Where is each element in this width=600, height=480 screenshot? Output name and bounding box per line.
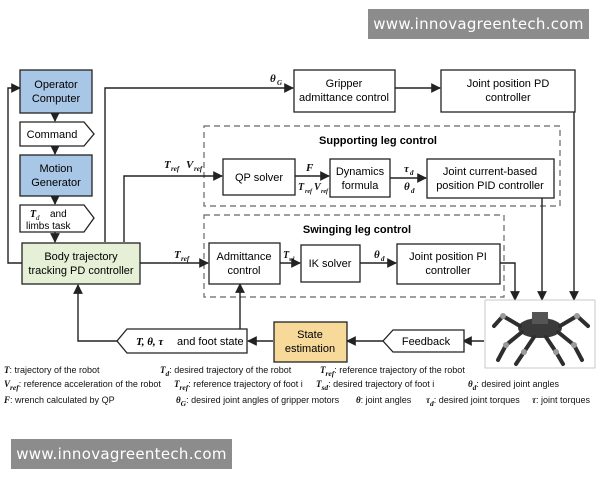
svg-text:State: State [297, 329, 323, 341]
joint-position-pi-block: Joint position PI controller [397, 244, 500, 284]
svg-text:Body trajectory: Body trajectory [44, 251, 118, 263]
operator-computer-block: Operator Computer [20, 70, 92, 113]
command-block: Command [20, 122, 94, 146]
svg-text:formula: formula [342, 180, 380, 192]
svg-text:and foot state: and foot state [177, 336, 244, 348]
svg-text:and: and [50, 209, 67, 220]
svg-text:tracking PD controller: tracking PD controller [28, 265, 133, 277]
svg-text:Admittance: Admittance [216, 251, 271, 263]
theta-d-sub-top: d [411, 187, 415, 195]
svg-text:estimation: estimation [285, 343, 335, 355]
svg-text:Joint position PD: Joint position PD [467, 78, 550, 90]
svg-text:Operator: Operator [34, 79, 78, 91]
t-ref-sub-mid: ref [305, 189, 313, 195]
theta-g-sub: G [277, 79, 282, 87]
t-sd-sub: sd [288, 257, 295, 263]
ik-solver-block: IK solver [301, 245, 360, 282]
svg-text:Gripper: Gripper [326, 78, 363, 90]
theta-d-label-low: θ [374, 249, 380, 261]
theta-d-sub-low: d [381, 255, 385, 263]
svg-text:controller: controller [425, 265, 471, 277]
t-ref-sub-top: ref [171, 165, 180, 173]
svg-text:T, θ, τ: T, θ, τ [136, 336, 164, 348]
svg-text:Joint position PI: Joint position PI [409, 251, 487, 263]
qp-solver-block: QP solver [223, 159, 295, 195]
tau-d-sub: d [410, 169, 414, 177]
watermark-top: www.innovagreentech.com [368, 9, 589, 39]
admittance-control-block: Admittance control [209, 243, 280, 284]
svg-text:Command: Command [27, 129, 78, 141]
hexapod-robot-illustration [485, 300, 595, 368]
svg-text:control: control [227, 265, 260, 277]
joint-current-pid-block: Joint current-based position PID control… [427, 159, 554, 198]
feedback-block: Feedback [383, 330, 464, 352]
motion-generator-block: Motion Generator [20, 155, 92, 196]
gripper-admittance-block: Gripper admittance control [294, 70, 395, 112]
state-output-block: T, θ, τ and foot state [117, 329, 247, 353]
theta-d-label-top: θ [404, 181, 410, 193]
limbs-task-block: T d and limbs task [20, 205, 94, 232]
svg-text:QP solver: QP solver [235, 172, 283, 184]
svg-text:Joint current-based: Joint current-based [443, 166, 537, 178]
svg-text:IK solver: IK solver [309, 258, 352, 270]
v-ref-sub-mid: ref [321, 189, 329, 195]
joint-position-pd-block: Joint position PD controller [441, 70, 575, 112]
svg-text:Feedback: Feedback [402, 336, 451, 348]
svg-text:limbs task: limbs task [26, 221, 71, 232]
dynamics-formula-block: Dynamics formula [330, 159, 390, 197]
svg-text:Computer: Computer [32, 93, 81, 105]
supporting-leg-title: Supporting leg control [319, 135, 437, 147]
watermark-bottom: www.innovagreentech.com [11, 439, 232, 469]
svg-text:admittance control: admittance control [299, 92, 389, 104]
svg-text:controller: controller [485, 92, 531, 104]
theta-g-label: θ [270, 73, 276, 85]
state-estimation-block: State estimation [274, 322, 347, 362]
svg-text:Dynamics: Dynamics [336, 166, 385, 178]
f-label: F [305, 162, 314, 174]
svg-text:position PID controller: position PID controller [436, 180, 544, 192]
t-ref-label-mid: T [298, 182, 305, 193]
body-trajectory-block: Body trajectory tracking PD controller [22, 243, 140, 284]
v-ref-sub-top: ref [194, 165, 203, 173]
svg-text:Generator: Generator [31, 177, 81, 189]
svg-text:Motion: Motion [39, 163, 72, 175]
swinging-leg-title: Swinging leg control [303, 224, 411, 236]
t-ref-sub-low: ref [181, 255, 190, 263]
